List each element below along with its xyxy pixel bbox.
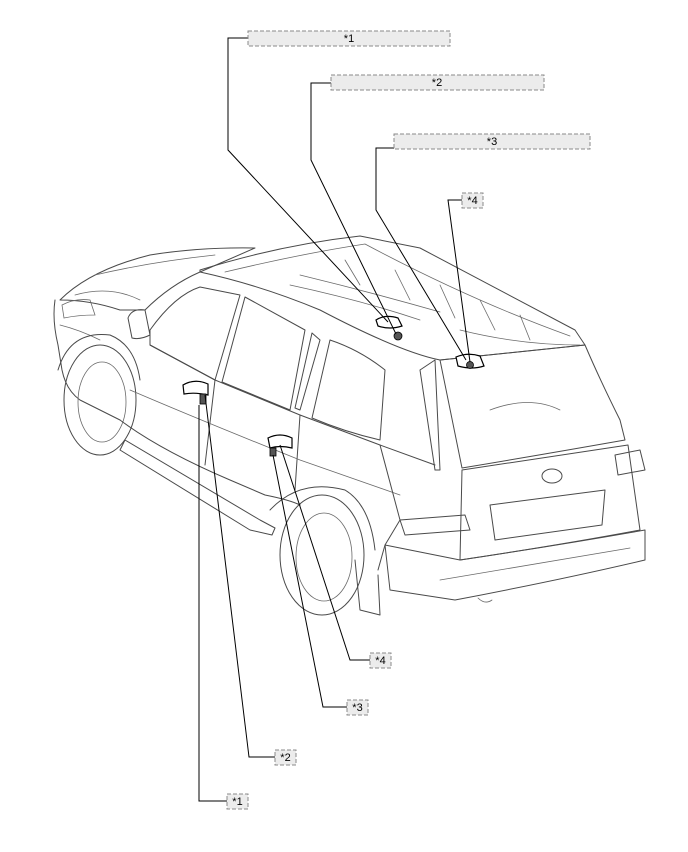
highlighted-parts [182, 315, 485, 457]
hood-crease [74, 290, 141, 301]
callout-top-1-text: *1 [344, 33, 354, 45]
leader-top-2 [310, 82, 397, 335]
rear-body-side [377, 444, 401, 571]
side-mirror [127, 309, 151, 340]
callout-top-1: *1 [247, 30, 451, 47]
rear-hatch-glass [439, 344, 626, 469]
leader-lines [198, 37, 471, 802]
leader-bottom-4 [279, 444, 370, 661]
tail-lamp-left [399, 514, 471, 536]
roof-line-3 [299, 274, 441, 313]
front-door-handle [182, 380, 209, 396]
callout-bottom-3-text: *3 [352, 702, 362, 714]
roof-part-1 [375, 315, 403, 329]
roof-line-8 [519, 314, 531, 341]
callout-bottom-1-text: *1 [232, 796, 242, 808]
rear-bumper-line [439, 547, 631, 581]
callout-top-2: *2 [330, 74, 545, 91]
body-side-lower [119, 419, 301, 506]
leader-top-4 [447, 199, 471, 363]
tail-lamp-right [614, 449, 646, 476]
rear-pillar [419, 359, 441, 471]
front-wheel-arch [57, 333, 141, 381]
callout-bottom-4: *4 [369, 652, 392, 669]
rear-quarter-glass [311, 339, 386, 441]
running-board [119, 439, 276, 536]
roof-outline [199, 235, 586, 361]
roof-line-1 [224, 243, 571, 337]
hood-outline [59, 247, 256, 311]
leader-bottom-2 [204, 394, 275, 758]
roof-line-7 [479, 299, 496, 331]
rear-bumper [384, 529, 646, 601]
callout-bottom-2: *2 [274, 749, 297, 766]
front-door-window [149, 286, 241, 381]
vehicle-illustration [53, 235, 646, 616]
quarter-window [294, 332, 321, 411]
front-face [53, 299, 121, 421]
rear-door-handle [267, 434, 293, 449]
front-door-rear-edge [204, 379, 216, 466]
leader-bottom-3 [272, 454, 347, 708]
mud-flap [354, 559, 381, 616]
front-wheel-outer [63, 344, 137, 456]
callout-bottom-3: *3 [346, 699, 369, 716]
rear-wheel-inner [295, 512, 353, 602]
callout-bottom-2-text: *2 [280, 752, 290, 764]
leader-bottom-1 [198, 405, 227, 802]
callout-top-2-text: *2 [432, 77, 442, 89]
front-grille-line [59, 324, 101, 341]
callout-bottom-4-text: *4 [375, 655, 385, 667]
rear-wheel-arch [269, 486, 376, 551]
roof-line-9 [459, 329, 581, 346]
hood-line [94, 254, 216, 276]
front-wheel-inner [77, 361, 127, 443]
front-door-handle-key [199, 393, 207, 405]
callout-top-4-text: *4 [467, 195, 477, 207]
rear-door-handle-key [269, 447, 277, 457]
rear-emblem [541, 468, 563, 484]
license-plate-recess [489, 489, 606, 541]
roof-line-2 [289, 284, 421, 321]
callout-top-3-text: *3 [487, 136, 497, 148]
callout-top-3: *3 [393, 133, 591, 150]
rear-wiper [489, 402, 561, 411]
rear-wheel-outer [279, 494, 365, 616]
callout-top-4: *4 [461, 192, 484, 209]
roof-line-4 [344, 259, 361, 286]
leader-top-3 [375, 147, 467, 361]
rear-door-rear-edge [294, 414, 301, 491]
rear-hatch [459, 444, 641, 561]
rear-exhaust [477, 597, 493, 603]
roof-line-5 [394, 269, 411, 301]
front-lamp [61, 299, 96, 319]
roof-part-4 [466, 361, 474, 369]
body-crease [129, 389, 401, 496]
leader-top-1 [227, 37, 389, 323]
roof-line-6 [439, 284, 456, 319]
rear-door-window [221, 296, 306, 411]
callout-bottom-1: *1 [226, 793, 249, 810]
